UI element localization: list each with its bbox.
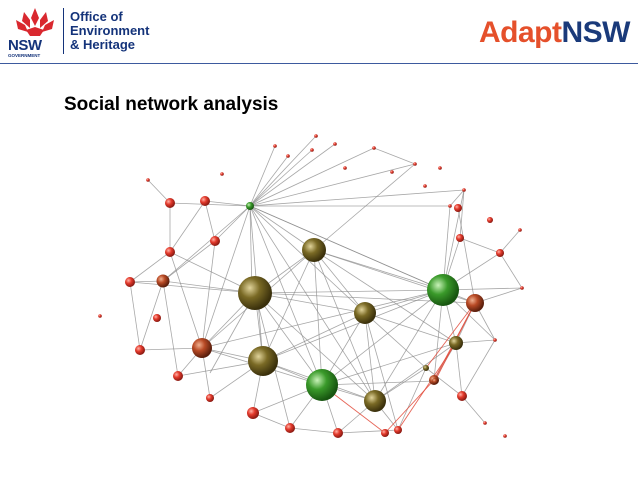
node-minor <box>520 286 524 290</box>
node-medium <box>135 345 145 355</box>
minor-nodes <box>98 134 524 438</box>
node-medium <box>153 314 161 322</box>
slide-header: NSW GOVERNMENT Office of Environment & H… <box>0 0 638 62</box>
node-minor <box>220 172 224 176</box>
node-minor <box>438 166 442 170</box>
node-minor <box>146 178 150 182</box>
node-minor <box>390 170 394 174</box>
node-hub-olive <box>364 390 386 412</box>
node-medium <box>210 236 220 246</box>
node-medium <box>457 391 467 401</box>
node-minor <box>343 166 347 170</box>
node-medium <box>200 196 210 206</box>
header-rule <box>0 63 638 64</box>
node-medium <box>173 371 183 381</box>
node-medium <box>247 407 259 419</box>
agency-line-1: Office of <box>70 9 123 24</box>
node-hub-green <box>306 369 338 401</box>
node-large-rust <box>466 294 484 312</box>
node-medium <box>156 274 170 288</box>
agency-name: Office of Environment & Heritage <box>70 10 149 52</box>
node-minor <box>413 162 417 166</box>
social-network-graph <box>98 134 524 438</box>
logo-divider <box>63 8 64 54</box>
node-hub-olive <box>238 276 272 310</box>
node-hub-olive <box>354 302 376 324</box>
agency-line-2: Environment <box>70 23 150 38</box>
node-minor <box>286 154 290 158</box>
node-minor <box>518 228 522 232</box>
node-medium <box>285 423 295 433</box>
node-minor <box>333 142 337 146</box>
medium-nodes <box>125 196 504 438</box>
adaptnsw-logo: AdaptNSW <box>479 16 630 50</box>
nsw-logo-text: NSW <box>8 37 42 54</box>
node-hub-green-small <box>246 202 254 210</box>
node-large-rust <box>192 338 212 358</box>
node-hub-olive <box>302 238 326 262</box>
nsw-brand-text: NSW <box>561 16 631 49</box>
node-hub-olive-small <box>423 365 429 371</box>
node-minor <box>448 204 452 208</box>
node-medium <box>432 378 438 384</box>
node-minor <box>483 421 487 425</box>
node-minor <box>462 188 466 192</box>
node-medium <box>394 426 402 434</box>
node-medium <box>456 234 464 242</box>
waratah-logo-icon <box>16 8 54 36</box>
node-medium <box>206 394 214 402</box>
node-minor <box>423 184 427 188</box>
node-minor <box>98 314 102 318</box>
node-minor <box>310 148 314 152</box>
node-medium <box>165 247 175 257</box>
node-medium <box>125 277 135 287</box>
node-hub-green <box>427 274 459 306</box>
node-minor <box>314 134 318 138</box>
agency-line-3: & Heritage <box>70 37 136 52</box>
node-minor <box>273 144 277 148</box>
node-medium <box>496 249 504 257</box>
node-medium <box>454 204 462 212</box>
node-medium <box>487 217 493 223</box>
adapt-text: Adapt <box>479 16 562 49</box>
node-hub-olive <box>449 336 463 350</box>
node-medium <box>381 429 389 437</box>
node-minor <box>503 434 507 438</box>
node-hub-olive <box>248 346 278 376</box>
slide-title: Social network analysis <box>64 94 279 115</box>
node-minor <box>493 338 497 342</box>
nsw-government-text: GOVERNMENT <box>8 53 41 58</box>
node-minor <box>372 146 376 150</box>
node-medium <box>333 428 343 438</box>
major-nodes <box>238 202 463 412</box>
node-medium <box>165 198 175 208</box>
